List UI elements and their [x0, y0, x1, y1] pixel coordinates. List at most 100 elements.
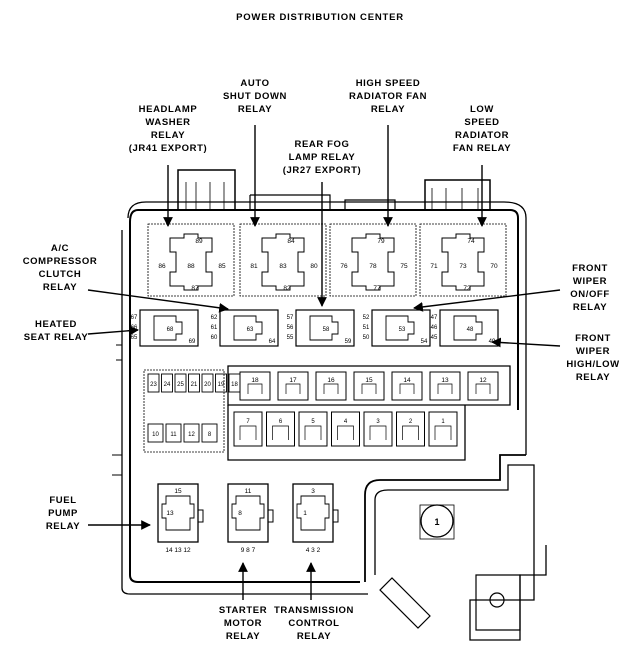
diagram-title: POWER DISTRIBUTION CENTER	[236, 12, 404, 23]
fuse-number: 3	[376, 419, 380, 425]
pin-number: 74	[467, 238, 475, 245]
pin-number: 81	[250, 263, 258, 270]
pin-number: 70	[490, 263, 498, 270]
pin-number: 78	[369, 263, 377, 270]
fuse-number: 16	[327, 377, 335, 384]
label-low-speed-radiator-fan-relay: LOW SPEED RADIATOR FAN RELAY	[452, 104, 512, 154]
maxi-fuse	[467, 371, 499, 401]
bottom-relay-socket: 314 3 2	[292, 483, 339, 554]
maxi-fuse	[428, 411, 458, 447]
maxi-fuse	[429, 371, 461, 401]
mini-fuse	[165, 423, 182, 443]
label-front-wiper-highlow-relay: FRONT WIPER HIGH/LOW RELAY	[566, 333, 620, 383]
maxi-fuse	[315, 371, 347, 401]
maxi-fuse	[391, 371, 423, 401]
pin-number: 51	[363, 325, 370, 331]
pin-number: 47	[431, 315, 438, 321]
fuse-number: 20	[204, 382, 211, 388]
arrow-ac-clutch	[87, 289, 229, 313]
pin-number: 1	[303, 510, 307, 517]
fuse-number: 17	[289, 377, 297, 384]
pin-number: 75	[400, 263, 408, 270]
pin-number: 55	[287, 335, 294, 341]
mid-relay-socket: 52 51 50 53 54	[363, 309, 431, 347]
pin-number: 80	[310, 263, 318, 270]
pin-number: 54	[421, 339, 428, 345]
pin-number: 11	[245, 488, 252, 495]
fuse-number: 8	[208, 432, 212, 438]
fuse-number: 15	[365, 377, 373, 384]
fuse-number: 13	[441, 377, 449, 384]
mini-fuse	[183, 423, 200, 443]
fuse-number: 11	[170, 432, 177, 438]
pin-number: 63	[247, 327, 254, 333]
pin-number: 52	[363, 315, 370, 321]
fuse-number: 23	[150, 382, 157, 388]
pin-number: 62	[211, 315, 218, 321]
fuse-number: 24	[164, 382, 171, 388]
label-rear-fog-lamp-relay: REAR FOG LAMP RELAY (JR27 EXPORT)	[282, 139, 362, 176]
pin-number: 89	[195, 238, 203, 245]
fuse-number: 5	[311, 419, 315, 425]
label-headlamp-washer-relay: HEADLAMP WASHER RELAY (JR41 EXPORT)	[128, 104, 208, 154]
pin-number: 58	[323, 327, 330, 333]
fuse-number: 14	[403, 377, 411, 384]
pin-number: 45	[431, 335, 438, 341]
maxi-fuse	[266, 411, 295, 447]
pin-number: 69	[189, 339, 196, 345]
housing-outline	[112, 169, 547, 641]
pin-number: 53	[399, 327, 406, 333]
pin-row: 9 8 7	[241, 547, 256, 554]
mini-fuse	[188, 373, 200, 393]
fuse-number: 1	[441, 419, 445, 425]
pin-number: 46	[431, 325, 438, 331]
leader-arrows	[87, 125, 561, 600]
pin-number: 83	[279, 263, 287, 270]
pin-number: 88	[187, 263, 195, 270]
pin-number: 67	[131, 315, 138, 321]
pin-number: 50	[363, 335, 370, 341]
pin-number: 76	[340, 263, 348, 270]
pin-row: 14 13 12	[165, 547, 191, 554]
pin-number: 57	[287, 315, 294, 321]
fuse-number: 18	[251, 377, 259, 384]
maxi-fuse	[277, 371, 309, 401]
pin-number: 61	[211, 325, 218, 331]
pin-number: 68	[167, 327, 174, 333]
mid-relay-row: 6766656869626160636457565558595251505354…	[131, 309, 499, 347]
pin-number: 85	[218, 263, 226, 270]
fuse-number: 25	[177, 382, 184, 388]
pin-number: 15	[174, 488, 182, 495]
pin-number: 3	[311, 488, 315, 495]
pin-number: 77	[373, 285, 381, 292]
fuse-number: 21	[191, 382, 198, 388]
pin-number: 48	[467, 327, 474, 333]
label-fuel-pump-relay: FUEL PUMP RELAY	[45, 495, 81, 532]
fuse-number: 2	[409, 419, 413, 425]
mini-fuse	[201, 423, 218, 443]
pin-number: 87	[191, 285, 199, 292]
arrow-wiper-highlow	[491, 337, 561, 348]
label-heated-seat-relay: HEATED SEAT RELAY	[23, 319, 89, 343]
mini-fuse	[147, 423, 164, 443]
pin-number: 8	[238, 510, 242, 517]
mini-fuse	[201, 373, 214, 393]
mini-fuse	[161, 373, 173, 393]
label-transmission-control-relay: TRANSMISSION CONTROL RELAY	[273, 605, 355, 642]
bottom-relay-socket: 11 8 9 8 7	[227, 483, 274, 554]
pin-number: 60	[211, 335, 218, 341]
pin-number: 82	[283, 285, 291, 292]
stud-number: 1	[434, 517, 439, 527]
mini-fuse	[215, 373, 227, 393]
pin-number: 56	[287, 325, 294, 331]
maxi-fuse	[331, 411, 360, 447]
